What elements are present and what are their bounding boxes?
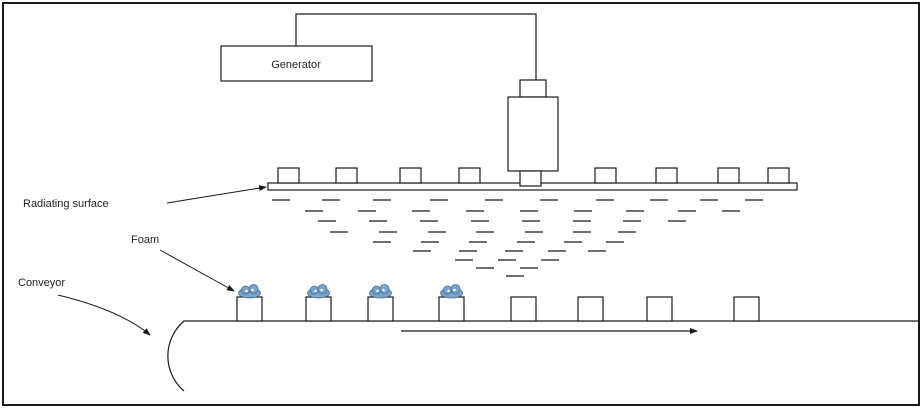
- radiating-surface: [267, 167, 798, 191]
- container-box: [367, 296, 394, 322]
- conveyor-belt: [167, 320, 920, 392]
- radiating-stud: [519, 170, 542, 187]
- container-box: [733, 296, 760, 322]
- container-empty: [733, 296, 760, 322]
- radiating-stud: [335, 167, 358, 184]
- radiating-stud: [594, 167, 617, 184]
- transducer-connector: [519, 79, 547, 98]
- container-box: [646, 296, 673, 322]
- foam-blob: [238, 284, 261, 299]
- radiating-studs: [277, 167, 790, 187]
- radiating-stud: [458, 167, 481, 184]
- radiating-stud: [399, 167, 422, 184]
- container-with-foam: [438, 284, 465, 322]
- radiating-stud: [655, 167, 678, 184]
- generator-cable: [295, 13, 537, 80]
- foam-pointer: [159, 249, 235, 292]
- foam-blob: [440, 284, 463, 299]
- generator: Generator: [220, 45, 373, 82]
- conveyor-pointer: [57, 294, 151, 336]
- generator-label: Generator: [271, 59, 321, 71]
- transducer: [507, 79, 559, 172]
- generator-box: [220, 45, 373, 82]
- conveyor-label: Conveyor: [18, 277, 65, 289]
- container-box: [236, 296, 263, 322]
- container-empty: [646, 296, 673, 322]
- foam-blob: [307, 284, 330, 299]
- foam-blob: [369, 284, 392, 299]
- radiating-stud: [717, 167, 740, 184]
- containers: [236, 284, 760, 322]
- radiating-surface-pointer: [166, 185, 267, 204]
- conveyor: [167, 320, 920, 392]
- radiating-surface-label: Radiating surface: [23, 198, 109, 210]
- container-box: [577, 296, 604, 322]
- container-empty: [577, 296, 604, 322]
- container-box: [305, 296, 332, 322]
- radiating-stud: [277, 167, 300, 184]
- container-empty: [510, 296, 537, 322]
- radiating-stud: [767, 167, 790, 184]
- transducer-body: [507, 96, 559, 172]
- container-with-foam: [305, 284, 332, 322]
- container-box: [438, 296, 465, 322]
- container-with-foam: [236, 284, 263, 322]
- ultrasonic-waves: [272, 199, 763, 277]
- container-box: [510, 296, 537, 322]
- container-with-foam: [367, 284, 394, 322]
- foam-label: Foam: [131, 234, 159, 246]
